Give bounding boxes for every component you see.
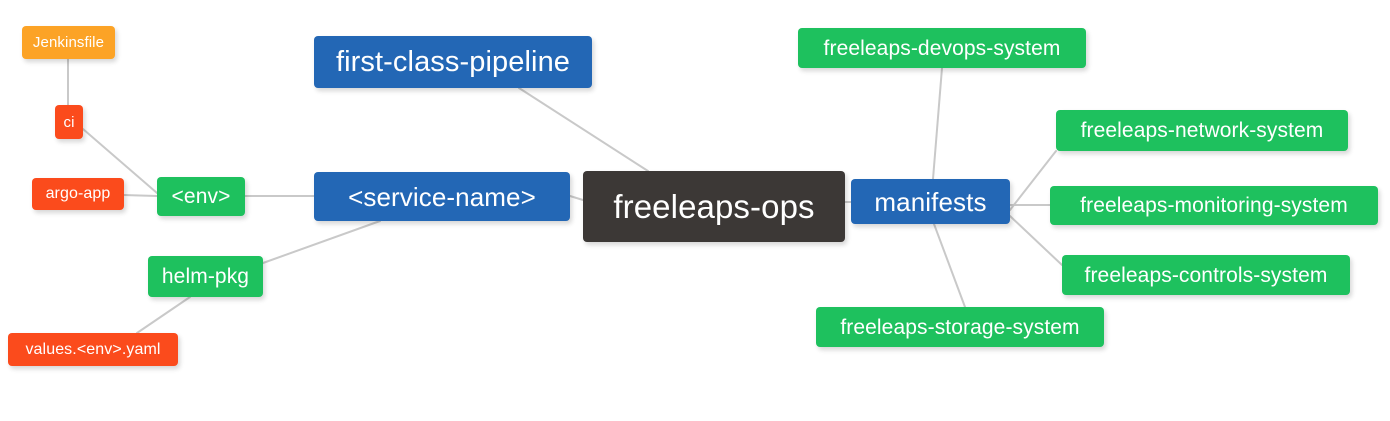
node-network-sys[interactable]: freeleaps-network-system bbox=[1056, 110, 1348, 151]
node-helm-pkg[interactable]: helm-pkg bbox=[148, 256, 263, 297]
edge-helm-pkg-to-service-name bbox=[262, 220, 381, 264]
node-ci[interactable]: ci bbox=[55, 105, 83, 139]
edge-pipeline-to-freeleaps-ops bbox=[518, 87, 649, 172]
edge-manifests-to-devops-sys bbox=[932, 67, 943, 180]
node-manifests[interactable]: manifests bbox=[851, 179, 1010, 224]
node-argo-app[interactable]: argo-app bbox=[32, 178, 124, 210]
node-jenkinsfile[interactable]: Jenkinsfile bbox=[22, 26, 115, 59]
edge-service-name-to-freeleaps-ops bbox=[569, 195, 584, 201]
edge-argo-app-to-env bbox=[123, 194, 158, 197]
node-env[interactable]: <env> bbox=[157, 177, 245, 216]
node-devops-sys[interactable]: freeleaps-devops-system bbox=[798, 28, 1086, 68]
edge-values-yaml-to-helm-pkg bbox=[136, 296, 191, 334]
node-storage-sys[interactable]: freeleaps-storage-system bbox=[816, 307, 1104, 347]
edge-manifests-to-storage-sys bbox=[933, 223, 966, 308]
node-service-name[interactable]: <service-name> bbox=[314, 172, 570, 221]
node-freeleaps-ops[interactable]: freeleaps-ops bbox=[583, 171, 845, 242]
node-controls-sys[interactable]: freeleaps-controls-system bbox=[1062, 255, 1350, 295]
node-monitoring-sys[interactable]: freeleaps-monitoring-system bbox=[1050, 186, 1378, 225]
node-values-yaml[interactable]: values.<env>.yaml bbox=[8, 333, 178, 366]
node-pipeline[interactable]: first-class-pipeline bbox=[314, 36, 592, 88]
